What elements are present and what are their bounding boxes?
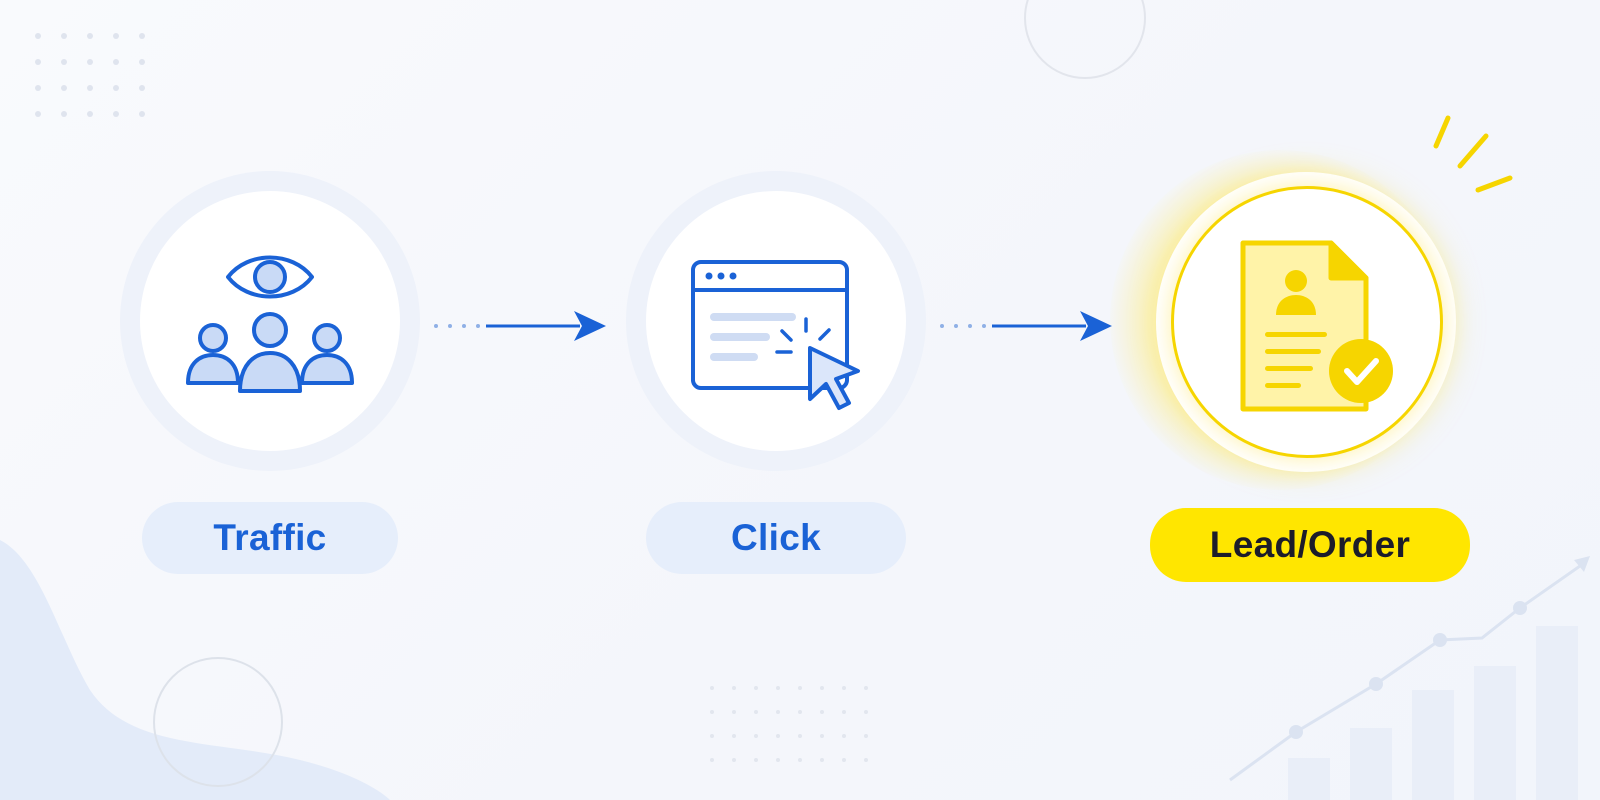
document-check-icon (1240, 240, 1393, 412)
traffic-disc (140, 191, 400, 451)
click-label-pill: Click (646, 502, 906, 574)
growth-chart-decor (1229, 556, 1590, 800)
outline-circle-top (1024, 0, 1146, 79)
arrowhead-icon (1080, 311, 1112, 341)
dot-grid-bottom (710, 686, 868, 762)
eye-audience-icon (186, 255, 354, 393)
outline-circle-bottom-left (153, 657, 283, 787)
blob-bottom-left (0, 540, 390, 800)
dot-grid-top-left (35, 33, 145, 117)
click-disc (646, 191, 906, 451)
browser-click-icon (691, 260, 860, 410)
lead-label: Lead/Order (1209, 524, 1411, 565)
traffic-label: Traffic (213, 517, 327, 558)
click-label: Click (731, 517, 821, 558)
lead-disc (1171, 186, 1443, 458)
lead-label-pill: Lead/Order (1150, 508, 1470, 582)
connector-click-to-lead (940, 311, 1112, 341)
connector-traffic-to-click (434, 311, 606, 341)
arrowhead-icon (574, 311, 606, 341)
traffic-label-pill: Traffic (142, 502, 398, 574)
